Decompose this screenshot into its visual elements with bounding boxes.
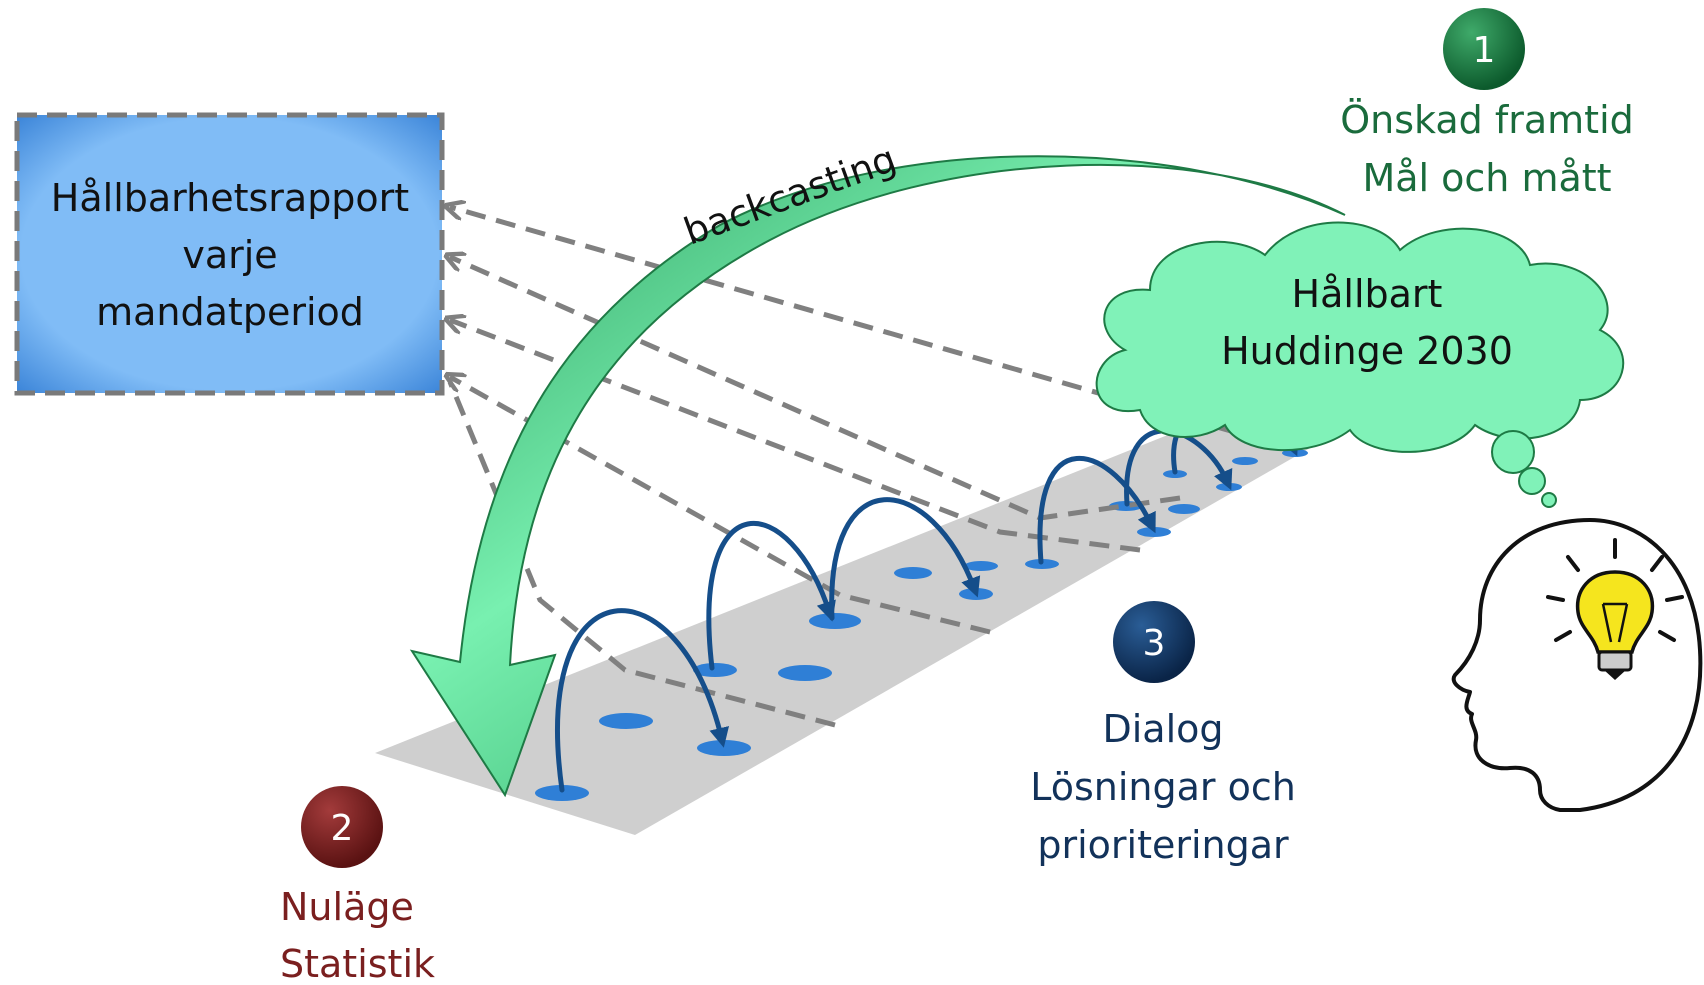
step-2-line1: Nuläge [280, 885, 414, 929]
report-box: Hållbarhetsrapport varje mandatperiod [14, 112, 445, 396]
vision-cloud: Hållbart Huddinge 2030 [1095, 221, 1625, 508]
report-box-line1: Hållbarhetsrapport [51, 176, 409, 220]
dashed-line [450, 207, 1291, 451]
step-2-line2: Statistik [280, 942, 435, 985]
stone [1168, 504, 1200, 514]
thought-bubble [1518, 467, 1546, 495]
step-3: 3 Dialog Lösningar och prioriteringar [1030, 601, 1296, 867]
report-box-line2: varje [182, 233, 277, 277]
step-3-line1: Dialog [1102, 707, 1223, 751]
report-box-line3: mandatperiod [96, 290, 364, 334]
step-2-badge [301, 786, 383, 868]
dashed-line [450, 377, 991, 635]
stone [894, 567, 932, 579]
step-1-line2: Mål och mått [1362, 156, 1611, 200]
thought-bubble [1541, 492, 1557, 508]
step-1-line1: Önskad framtid [1340, 98, 1634, 142]
cloud-line2: Huddinge 2030 [1221, 329, 1513, 373]
stone [599, 713, 653, 729]
hop-arrow [829, 497, 981, 621]
stone [693, 663, 737, 677]
thinking-head-icon [1451, 518, 1703, 812]
step-2-number: 2 [331, 808, 354, 849]
step-3-number: 3 [1143, 623, 1166, 664]
stone [1232, 457, 1258, 465]
step-2: 2 Nuläge Statistik [280, 786, 435, 985]
stone [964, 561, 998, 571]
backcasting-arrow [409, 155, 1346, 798]
stone [778, 665, 832, 681]
cloud-line1: Hållbart [1292, 272, 1443, 316]
step-3-line3: prioriteringar [1037, 823, 1289, 867]
step-1: 1 Önskad framtid Mål och mått [1340, 8, 1634, 200]
hop-arrow [706, 520, 836, 671]
step-1-number: 1 [1473, 30, 1496, 71]
step-3-line2: Lösningar och [1030, 765, 1296, 809]
dashed-line [447, 381, 836, 728]
lightbulb-icon [1546, 538, 1684, 680]
step-1-badge [1443, 8, 1525, 90]
thought-bubble [1491, 430, 1535, 474]
dashed-line [450, 320, 1141, 553]
step-3-badge [1113, 601, 1195, 683]
hop-arrow [555, 608, 730, 793]
hop-arrow [1037, 456, 1156, 565]
stone [697, 740, 751, 756]
stone [535, 785, 589, 801]
stone [809, 613, 861, 629]
stone [1137, 527, 1171, 537]
